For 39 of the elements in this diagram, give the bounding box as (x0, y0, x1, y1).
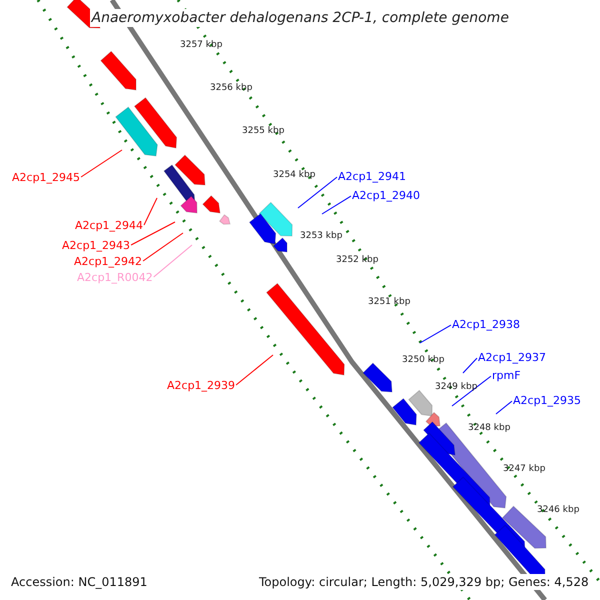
leader-line (80, 150, 122, 178)
leader-line (130, 222, 176, 246)
scale-label: 3257 kbp (180, 40, 222, 50)
map-title: Anaeromyxobacter dehalogenans 2CP-1, complete genome (90, 9, 511, 27)
gene-label: A2cp1_2941 (338, 170, 406, 182)
scale-label: 3246 kbp (537, 506, 580, 514)
leader-line (144, 198, 158, 226)
leader-line (236, 354, 274, 386)
gene-label: A2cp1_R0042 (77, 272, 153, 282)
gene-label: A2cp1_2937 (478, 352, 546, 362)
gene-label: A2cp1_2940 (352, 190, 420, 200)
leader-line (452, 376, 492, 406)
scale-label: 3250 kbp (402, 356, 444, 364)
leader-line (153, 244, 192, 278)
scale-label: 3248 kbp (468, 424, 510, 432)
gene-label: A2cp1_2944 (75, 220, 144, 230)
leader-line (462, 358, 478, 374)
accession-text: Accession: NC_011891 (9, 574, 150, 590)
leader-line (496, 400, 512, 414)
scale-label: 3256 kbp (210, 84, 252, 92)
scale-label: 3252 kbp (336, 256, 378, 264)
leader-line (298, 176, 338, 208)
scale-label: 3249 kbp (435, 382, 478, 392)
leader-line (142, 232, 184, 262)
gene-label: A2cp1_2943 (62, 240, 130, 250)
gene-label: A2cp1_2945 (12, 172, 80, 182)
scale-label: 3251 kbp (368, 298, 410, 306)
gene-label: rpmF (492, 370, 521, 380)
genome-info-text: Topology: circular; Length: 5,029,329 bp; Genes: 4,528 (257, 574, 591, 590)
gene-label: A2cp1_2939 (167, 380, 236, 390)
scale-label: 3247 kbp (503, 464, 546, 474)
scale-label: 3255 kbp (242, 126, 284, 136)
leader-line (420, 324, 452, 344)
gene-label: A2cp1_2935 (513, 394, 582, 406)
leader-line (322, 196, 352, 214)
gene-label: A2cp1_2938 (452, 318, 520, 330)
gene-label: A2cp1_2942 (74, 256, 142, 266)
scale-label: 3253 kbp (300, 232, 342, 240)
scale-label: 3254 kbp (273, 170, 316, 180)
